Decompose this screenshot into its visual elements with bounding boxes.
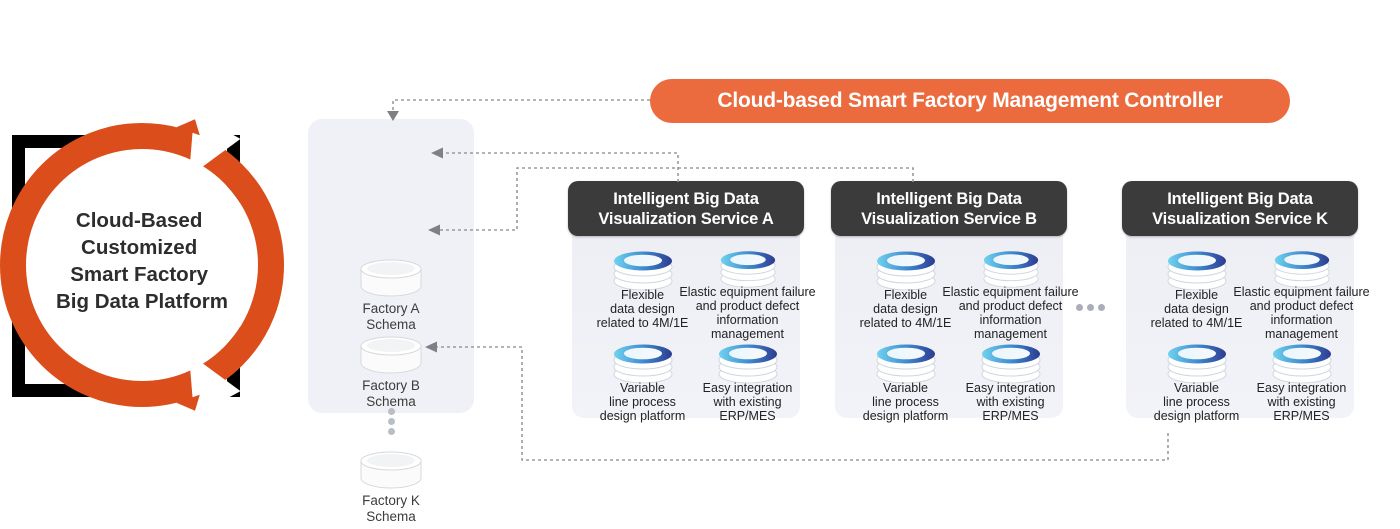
feature-caption: Flexible data design related to 4M/1E: [859, 288, 952, 330]
database-cylinder-icon: [1273, 251, 1330, 289]
service-b-header: Intelligent Big Data Visualization Servi…: [831, 181, 1067, 236]
database-cylinder-icon: [876, 251, 935, 291]
feature-caption: Easy integration with existing ERP/MES: [965, 381, 1056, 423]
feature-flexible-data-design: Flexible data design related to 4M/1E: [590, 248, 695, 341]
badge-title: Cloud-Based Customized Smart Factory Big…: [56, 209, 228, 313]
database-cylinder-icon: [719, 251, 776, 289]
database-cylinder-icon: [1167, 344, 1226, 384]
feature-elastic-equipment: Elastic equipment failure and product de…: [942, 248, 1079, 341]
service-b-title: Intelligent Big Data Visualization Servi…: [861, 189, 1037, 228]
ring-arrow-tip-bottom: [176, 394, 200, 411]
horizontal-ellipsis-icon: [1076, 304, 1105, 311]
feature-easy-integration: Easy integration with existing ERP/MES: [958, 341, 1063, 423]
ring-notch-top: [188, 113, 241, 177]
cloud-controller-label: Cloud-based Smart Factory Management Con…: [717, 89, 1223, 112]
database-cylinder-icon: [613, 251, 672, 291]
database-cylinder-icon: [1167, 251, 1226, 291]
feature-caption: Easy integration with existing ERP/MES: [1256, 381, 1347, 423]
cloud-controller-banner: Cloud-based Smart Factory Management Con…: [650, 79, 1290, 123]
database-cylinder-icon: [360, 259, 422, 297]
feature-caption: Elastic equipment failure and product de…: [1233, 285, 1370, 341]
platform-badge: Cloud-Based Customized Smart Factory Big…: [0, 95, 300, 435]
ring-arrow-tip-top: [176, 119, 200, 136]
feature-caption: Easy integration with existing ERP/MES: [702, 381, 793, 423]
feature-flexible-data-design: Flexible data design related to 4M/1E: [853, 248, 958, 341]
factory-k-schema-label: Factory K Schema: [362, 493, 420, 524]
database-cylinder-icon: [1272, 344, 1331, 384]
vertical-ellipsis-icon: [308, 408, 474, 435]
service-k-header: Intelligent Big Data Visualization Servi…: [1122, 181, 1358, 236]
service-a-header: Intelligent Big Data Visualization Servi…: [568, 181, 804, 236]
factory-a-schema: Factory A Schema: [308, 258, 474, 333]
factory-b-schema-label: Factory B Schema: [362, 378, 420, 409]
service-k-title: Intelligent Big Data Visualization Servi…: [1152, 189, 1328, 228]
platform-badge-graphic: Cloud-Based Customized Smart Factory Big…: [0, 113, 284, 417]
feature-caption: Flexible data design related to 4M/1E: [596, 288, 689, 330]
feature-caption: Flexible data design related to 4M/1E: [1150, 288, 1243, 330]
database-cylinder-icon: [360, 336, 422, 374]
feature-easy-integration: Easy integration with existing ERP/MES: [1249, 341, 1354, 423]
feature-easy-integration: Easy integration with existing ERP/MES: [695, 341, 800, 423]
feature-elastic-equipment: Elastic equipment failure and product de…: [679, 248, 816, 341]
database-cylinder-icon: [982, 251, 1039, 289]
factory-a-schema-label: Factory A Schema: [362, 301, 420, 332]
feature-flexible-data-design: Flexible data design related to 4M/1E: [1144, 248, 1249, 341]
feature-caption: Elastic equipment failure and product de…: [679, 285, 816, 341]
service-a-title: Intelligent Big Data Visualization Servi…: [598, 189, 774, 228]
orange-ring: [0, 123, 284, 407]
factory-k-schema: Factory K Schema: [308, 450, 474, 525]
factory-schema-panel: Factory A Schema Factory B Schema Factor…: [308, 119, 474, 524]
connector-service-a-to-factory-a: [442, 152, 679, 182]
connector-controller-to-panel: [392, 99, 650, 112]
feature-variable-line-process: Variable line process design platform: [1144, 341, 1249, 423]
feature-elastic-equipment: Elastic equipment failure and product de…: [1233, 248, 1370, 341]
factory-b-schema: Factory B Schema: [308, 335, 474, 410]
ring-notch-bottom: [188, 353, 241, 417]
database-cylinder-icon: [360, 451, 422, 489]
feature-caption: Elastic equipment failure and product de…: [942, 285, 1079, 341]
